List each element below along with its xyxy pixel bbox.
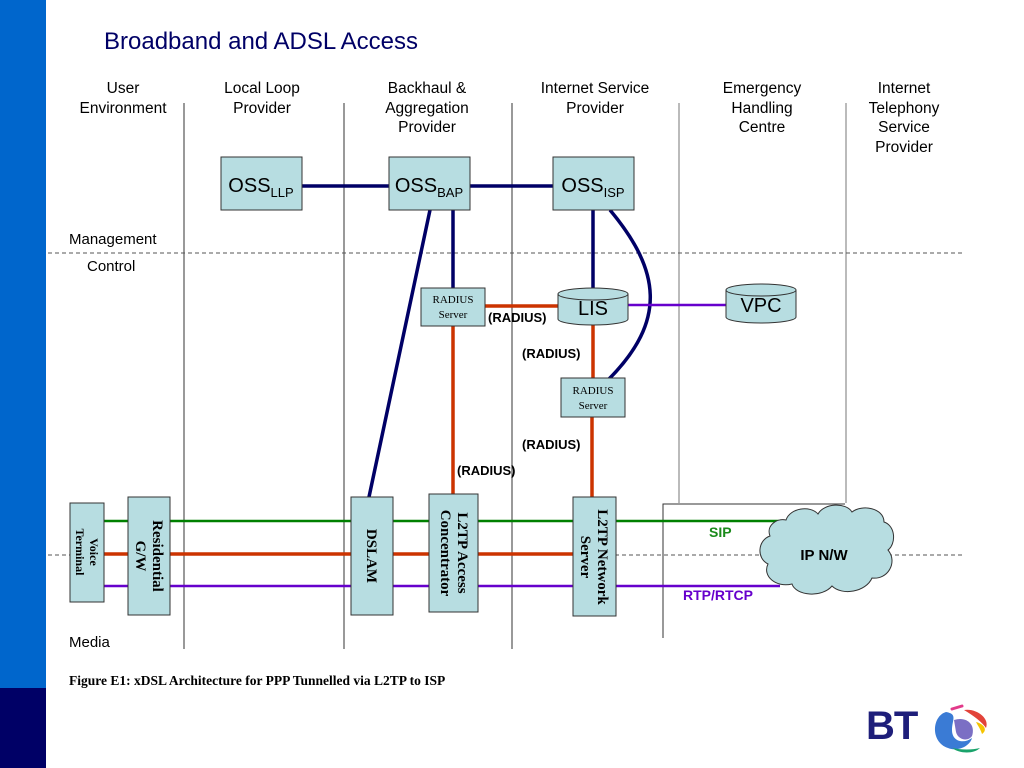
vpc-label: VPC <box>740 295 781 317</box>
column-header-line: Service <box>878 119 930 136</box>
column-header-line: Emergency <box>722 80 802 97</box>
l2tp-network-server-node[interactable] <box>572 496 617 617</box>
ip-network-label: IP N/W <box>800 547 848 564</box>
column-header-line: Provider <box>875 138 933 156</box>
bt-logo-blue-shape <box>935 712 972 750</box>
lis-node[interactable]: LIS <box>557 287 629 326</box>
l2tp-lac-line2: Concentrator <box>437 510 453 597</box>
bt-logo-yellow-shape <box>976 722 985 734</box>
column-header-internet-telephony-service-provider: Internet Telephony Service Provider <box>829 79 979 157</box>
l2tp-lac-line1: L2TP Access <box>454 512 470 593</box>
radius-label-bap-lac: (RADIUS) <box>457 463 516 478</box>
radius-server-bap-line2: Server <box>439 309 468 321</box>
oss-llp-label: OSSLLP <box>228 175 293 200</box>
radius-server-bap-node[interactable] <box>420 287 486 327</box>
bt-logo-red-shape <box>964 709 987 728</box>
bt-logo-green-shape <box>952 748 980 753</box>
management-links <box>302 184 652 498</box>
lis-cylinder-body <box>557 294 629 326</box>
figure-caption: Figure E1: xDSL Architecture for PPP Tun… <box>69 673 446 688</box>
ip-network-cloud[interactable]: IP N/W <box>759 504 894 595</box>
column-header-line: Centre <box>738 119 786 136</box>
oss-bap-label: OSSBAP <box>395 175 463 200</box>
residential-gateway-node[interactable] <box>127 496 171 616</box>
oss-isp-label: OSSISP <box>561 175 624 200</box>
radius-label-isp-lns: (RADIUS) <box>522 437 581 452</box>
voice-terminal-node[interactable] <box>69 502 105 603</box>
link-oss-bap-dslam <box>367 209 432 498</box>
ip-network-cloud-shape <box>759 504 894 595</box>
column-header-line: Internet <box>877 80 931 97</box>
bt-logo-pink-shape <box>950 704 964 711</box>
column-header-line: Telephony <box>868 99 940 117</box>
voice-terminal-line1: Voice <box>87 538 101 566</box>
residential-gateway-line1: Residential <box>149 520 165 592</box>
plane-label-management: Management <box>69 231 157 248</box>
lis-cylinder-top <box>557 287 629 301</box>
link-oss-isp-radius-isp <box>606 208 652 382</box>
radius-server-bap-line1: RADIUS <box>433 294 474 306</box>
vpc-node[interactable]: VPC <box>725 283 797 324</box>
column-header-internet-service-provider: Internet Service Provider <box>520 79 670 118</box>
column-header-emergency-handling-centre: Emergency Handling Centre <box>687 79 837 138</box>
rtp-rtcp-label: RTP/RTCP <box>683 587 753 603</box>
bt-logo: BT <box>866 698 996 758</box>
column-header-line: User <box>106 80 140 97</box>
itsp-region-boundary <box>662 503 845 638</box>
oss-llp-node[interactable] <box>220 156 303 211</box>
column-header-line: Provider <box>398 119 456 136</box>
residential-gateway-line2: G/W <box>132 541 148 572</box>
column-header-line: Provider <box>233 99 291 117</box>
bt-logo-text: BT <box>866 704 918 748</box>
plane-label-control: Control <box>87 258 136 275</box>
l2tp-lns-line1: L2TP Network <box>594 509 610 605</box>
plane-label-media: Media <box>69 634 110 651</box>
column-header-line: Aggregation <box>385 99 469 117</box>
column-dividers <box>183 103 847 649</box>
dslam-label: DSLAM <box>363 529 379 583</box>
dslam-node[interactable] <box>350 496 394 616</box>
column-header-user-environment: User Environment <box>48 79 198 118</box>
sidebar-accent-top <box>0 0 46 688</box>
column-header-line: Local Loop <box>224 80 300 97</box>
column-header-local-loop-provider: Local Loop Provider <box>187 79 337 118</box>
column-header-line: Handling <box>731 99 793 117</box>
bt-logo-purple-shape <box>954 718 973 740</box>
bt-piper-icon <box>935 704 987 753</box>
radius-server-isp-node[interactable] <box>560 377 626 418</box>
oss-isp-node[interactable] <box>552 156 635 211</box>
column-header-line: Backhaul & <box>387 80 467 97</box>
l2tp-lns-line2: Server <box>577 536 593 579</box>
l2tp-access-concentrator-node[interactable] <box>428 493 479 613</box>
radius-links <box>451 304 595 497</box>
oss-bap-node[interactable] <box>388 156 471 211</box>
lis-label: LIS <box>578 298 608 320</box>
voice-terminal-line2: Terminal <box>73 529 87 577</box>
sip-label: SIP <box>709 524 732 540</box>
vpc-cylinder-top <box>725 283 797 297</box>
column-header-line: Internet Service <box>540 80 650 97</box>
slide-title: Broadband and ADSL Access <box>104 28 418 55</box>
radius-server-isp-line2: Server <box>579 400 608 412</box>
column-header-line: Provider <box>566 99 624 117</box>
column-header-line: Environment <box>79 99 167 117</box>
radius-label-bap-lis: (RADIUS) <box>488 310 547 325</box>
vpc-cylinder-body <box>725 290 797 324</box>
radius-label-lis-isp: (RADIUS) <box>522 346 581 361</box>
sidebar-accent-bottom <box>0 688 46 768</box>
radius-server-isp-line1: RADIUS <box>573 385 614 397</box>
column-header-backhaul-aggregation-provider: Backhaul & Aggregation Provider <box>352 79 502 138</box>
